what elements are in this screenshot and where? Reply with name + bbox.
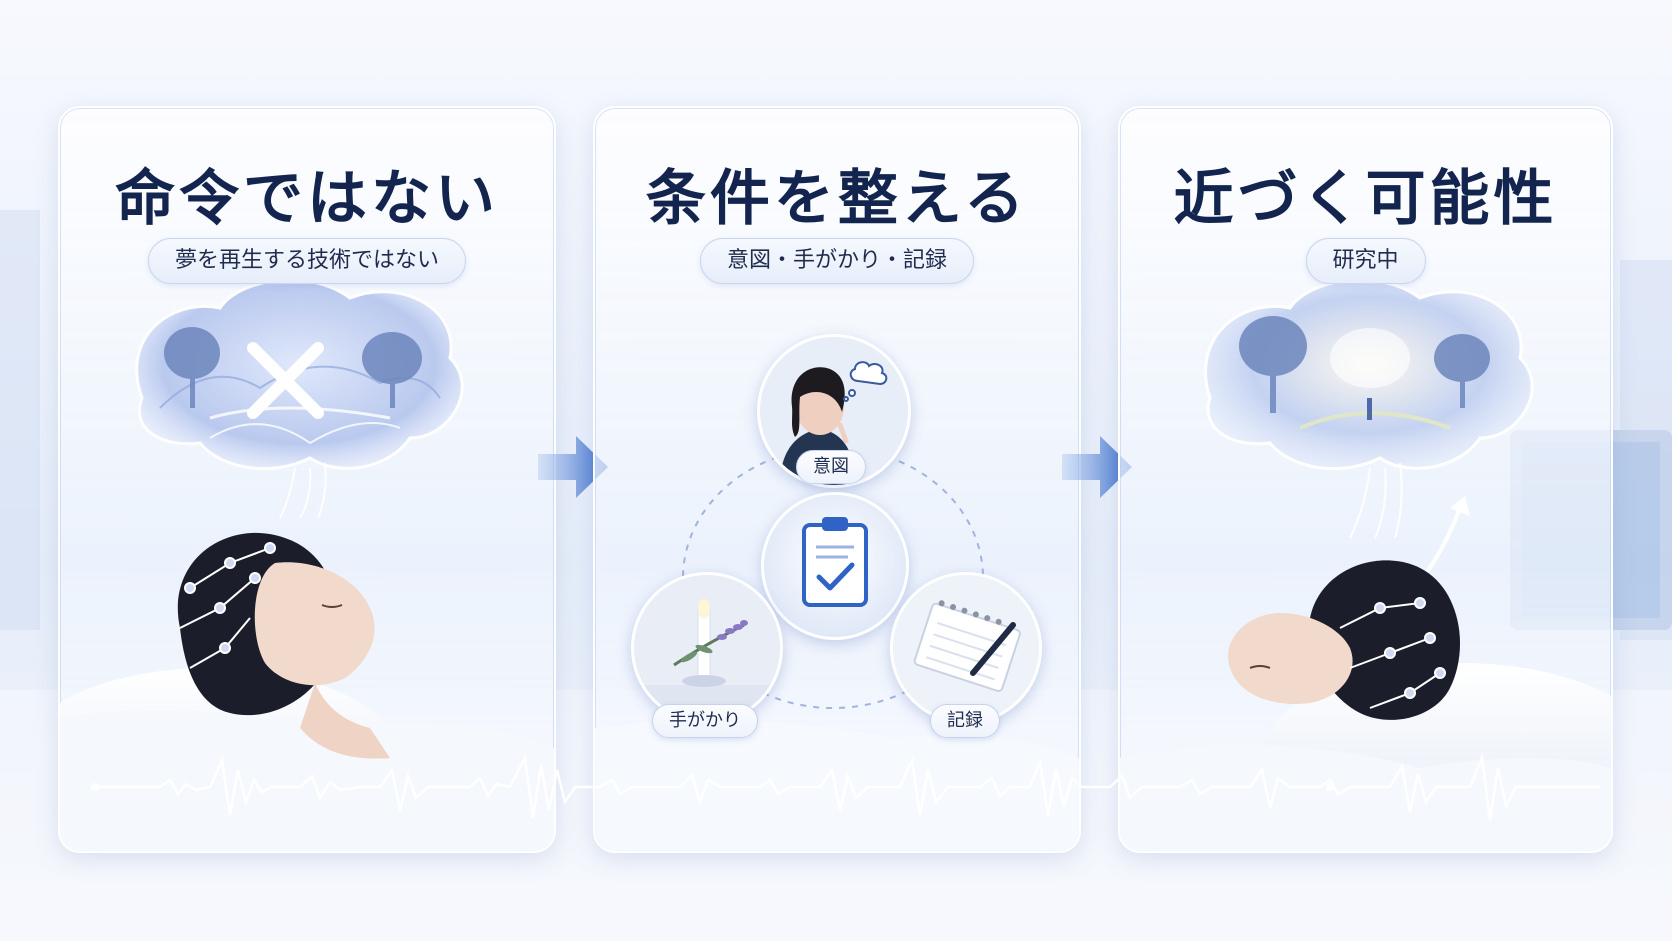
intent-tag: 意図 [796,450,866,484]
cross-mark-icon [247,342,324,419]
cue-tag: 手がかり [652,704,758,738]
record-tag: 記録 [930,704,1000,738]
clipboard-check-icon [764,495,906,637]
clipboard-circle [761,492,909,640]
panel-not-command: 命令ではない 夢を再生する技術ではない [58,106,556,853]
arrow-right-icon [538,436,608,498]
panel-subtitle-pill: 研究中 [1305,238,1426,284]
panel-title: 近づく可能性 [1173,164,1558,234]
panel-title: 条件を整える [645,164,1029,234]
arrow-right-icon [1062,436,1132,498]
cue-circle [631,572,783,724]
record-circle [890,572,1042,724]
panel-subtitle-pill: 夢を再生する技術ではない [147,238,467,284]
panel-title: 命令ではない [115,164,499,234]
panel-arrange-conditions: 条件を整える 意図・手がかり・記録 [593,106,1081,853]
notebook-pen-icon [893,575,1039,721]
panel-possibility: 近づく可能性 研究中 [1118,106,1613,853]
panel-subtitle-pill: 意図・手がかり・記録 [699,238,975,284]
lavender-candle-icon [634,575,780,721]
